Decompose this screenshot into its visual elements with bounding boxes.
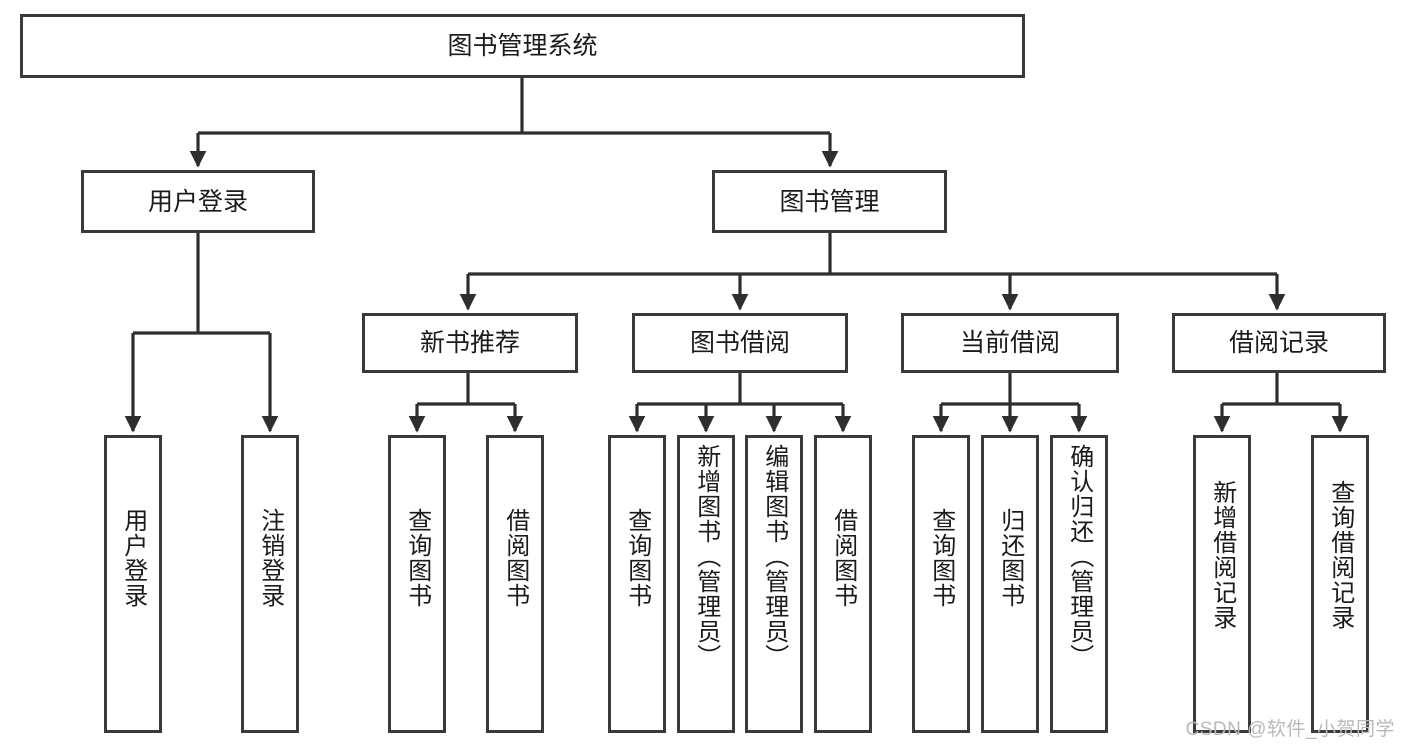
node-label: 查询图书 bbox=[623, 508, 651, 608]
node-label: 确认归还（管理员） bbox=[1065, 444, 1093, 669]
node-label: 查询图书 bbox=[403, 508, 431, 608]
node-label: 注销登录 bbox=[256, 508, 284, 608]
node-label: 新书推荐 bbox=[419, 329, 520, 357]
node-root-book-management-system[interactable]: 图书管理系统 bbox=[20, 14, 1025, 78]
node-label: 图书借阅 bbox=[689, 329, 790, 357]
node-label: 当前借阅 bbox=[959, 329, 1060, 357]
node-label: 查询图书 bbox=[927, 508, 955, 608]
node-borrow-record[interactable]: 借阅记录 bbox=[1172, 313, 1386, 373]
node-label: 借阅图书 bbox=[829, 508, 857, 608]
node-leaf-add-borrow-record[interactable]: 新增借阅记录 bbox=[1193, 435, 1251, 733]
node-leaf-return-book[interactable]: 归还图书 bbox=[981, 435, 1039, 733]
node-label: 新增借阅记录 bbox=[1208, 480, 1236, 630]
node-label: 借阅记录 bbox=[1228, 329, 1329, 357]
node-leaf-edit-book-admin[interactable]: 编辑图书（管理员） bbox=[745, 435, 803, 733]
node-label: 借阅图书 bbox=[501, 508, 529, 608]
node-user-login[interactable]: 用户登录 bbox=[81, 170, 315, 233]
node-leaf-add-book-admin[interactable]: 新增图书（管理员） bbox=[677, 435, 735, 733]
node-label: 新增图书（管理员） bbox=[692, 444, 720, 669]
node-leaf-query-book-borrow[interactable]: 查询图书 bbox=[608, 435, 666, 733]
node-leaf-logout[interactable]: 注销登录 bbox=[241, 435, 299, 733]
node-label: 查询借阅记录 bbox=[1326, 480, 1354, 630]
node-label: 图书管理 bbox=[779, 187, 880, 216]
node-leaf-query-borrow-record[interactable]: 查询借阅记录 bbox=[1311, 435, 1369, 733]
node-label: 用户登录 bbox=[147, 187, 248, 216]
node-new-book-recommend[interactable]: 新书推荐 bbox=[362, 313, 578, 373]
node-leaf-borrow-book-newbook[interactable]: 借阅图书 bbox=[486, 435, 544, 733]
node-book-borrow[interactable]: 图书借阅 bbox=[632, 313, 848, 373]
node-book-management[interactable]: 图书管理 bbox=[712, 170, 947, 233]
node-label: 图书管理系统 bbox=[447, 32, 598, 60]
node-leaf-borrow-book-borrow[interactable]: 借阅图书 bbox=[814, 435, 872, 733]
node-current-borrow[interactable]: 当前借阅 bbox=[901, 313, 1119, 373]
csdn-watermark: CSDN @软件_小贺同学 bbox=[1185, 719, 1395, 740]
node-leaf-confirm-return-admin[interactable]: 确认归还（管理员） bbox=[1050, 435, 1108, 733]
node-leaf-query-book-current[interactable]: 查询图书 bbox=[912, 435, 970, 733]
node-leaf-user-login[interactable]: 用户登录 bbox=[104, 435, 162, 733]
node-leaf-query-book-newbook[interactable]: 查询图书 bbox=[388, 435, 446, 733]
node-label: 用户登录 bbox=[119, 508, 147, 608]
node-label: 编辑图书（管理员） bbox=[760, 444, 788, 669]
node-label: 归还图书 bbox=[996, 508, 1024, 608]
